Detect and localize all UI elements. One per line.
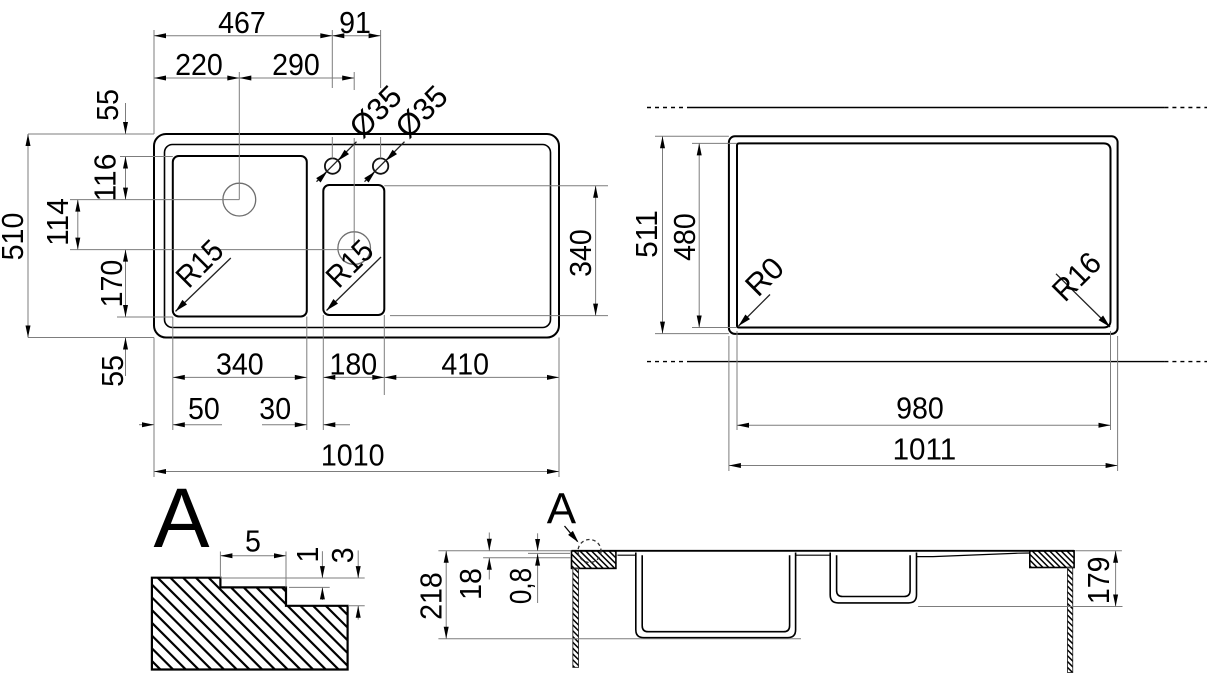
svg-text:220: 220 — [175, 47, 223, 82]
svg-text:1: 1 — [290, 547, 325, 563]
svg-text:R0: R0 — [738, 250, 791, 303]
svg-text:30: 30 — [259, 391, 291, 426]
svg-text:3: 3 — [325, 547, 360, 563]
svg-text:R16: R16 — [1045, 245, 1108, 308]
svg-text:R15: R15 — [169, 233, 231, 295]
svg-text:179: 179 — [1081, 556, 1116, 604]
svg-text:467: 467 — [218, 5, 266, 40]
svg-text:50: 50 — [188, 391, 220, 426]
svg-text:480: 480 — [667, 213, 702, 261]
svg-text:218: 218 — [414, 572, 449, 620]
svg-text:0,8: 0,8 — [503, 568, 538, 604]
svg-text:114: 114 — [40, 198, 75, 246]
svg-text:340: 340 — [216, 346, 264, 381]
svg-text:410: 410 — [441, 346, 489, 381]
svg-text:18: 18 — [453, 568, 488, 600]
svg-text:1010: 1010 — [321, 438, 385, 473]
svg-text:180: 180 — [329, 346, 377, 381]
svg-text:340: 340 — [563, 229, 598, 277]
svg-text:980: 980 — [896, 390, 944, 425]
svg-text:511: 511 — [629, 210, 664, 258]
svg-text:A: A — [547, 485, 577, 534]
svg-text:91: 91 — [339, 5, 371, 40]
svg-text:5: 5 — [245, 524, 261, 559]
svg-text:116: 116 — [88, 154, 123, 202]
svg-text:170: 170 — [94, 260, 129, 308]
svg-text:1011: 1011 — [893, 432, 957, 467]
svg-text:55: 55 — [95, 355, 130, 387]
svg-text:290: 290 — [272, 47, 320, 82]
svg-text:R15: R15 — [319, 233, 381, 295]
svg-text:510: 510 — [0, 213, 30, 261]
svg-text:A: A — [153, 471, 209, 565]
svg-text:55: 55 — [90, 89, 125, 121]
